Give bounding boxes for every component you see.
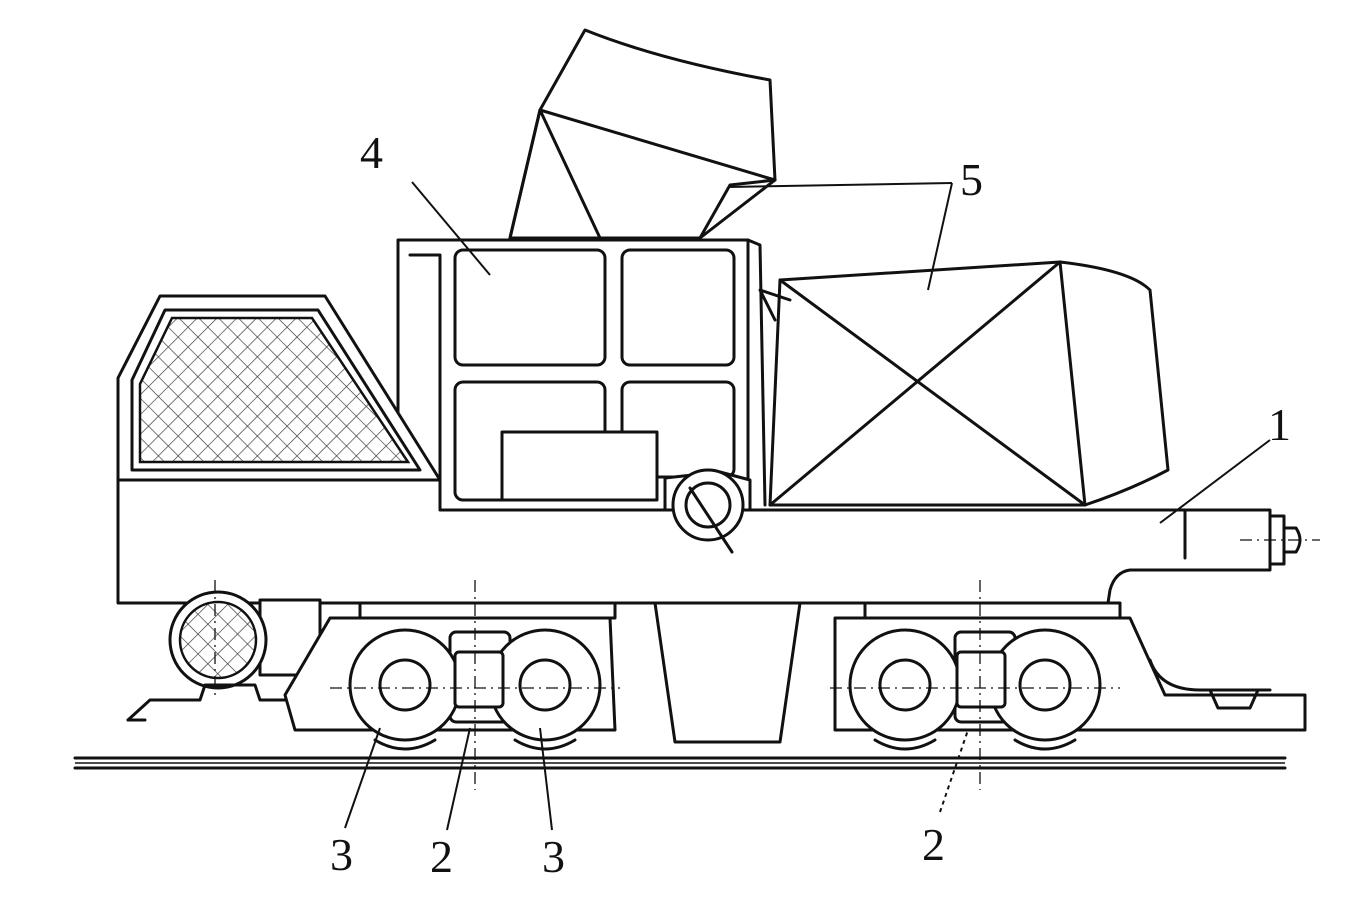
side-container	[758, 260, 1170, 507]
label-axlebox-right: 2	[922, 819, 945, 870]
label-axlebox-left: 2	[430, 831, 453, 882]
main-frame	[116, 478, 1320, 605]
right-bogie	[833, 601, 1307, 751]
front-cab	[116, 294, 442, 482]
drum-wheel	[663, 468, 752, 554]
upper-container	[508, 28, 777, 240]
leader-lines	[344, 181, 1271, 831]
label-wheel-left: 3	[330, 829, 353, 880]
label-cargo: 5	[960, 154, 983, 205]
center-pivot	[653, 601, 802, 744]
center-lines	[214, 580, 1120, 790]
label-frame: 1	[1268, 399, 1291, 450]
front-coupler	[126, 590, 332, 722]
left-bogie	[283, 601, 617, 751]
label-wheel-right: 3	[542, 831, 565, 882]
label-body: 4	[360, 127, 383, 178]
rail	[73, 756, 1287, 770]
